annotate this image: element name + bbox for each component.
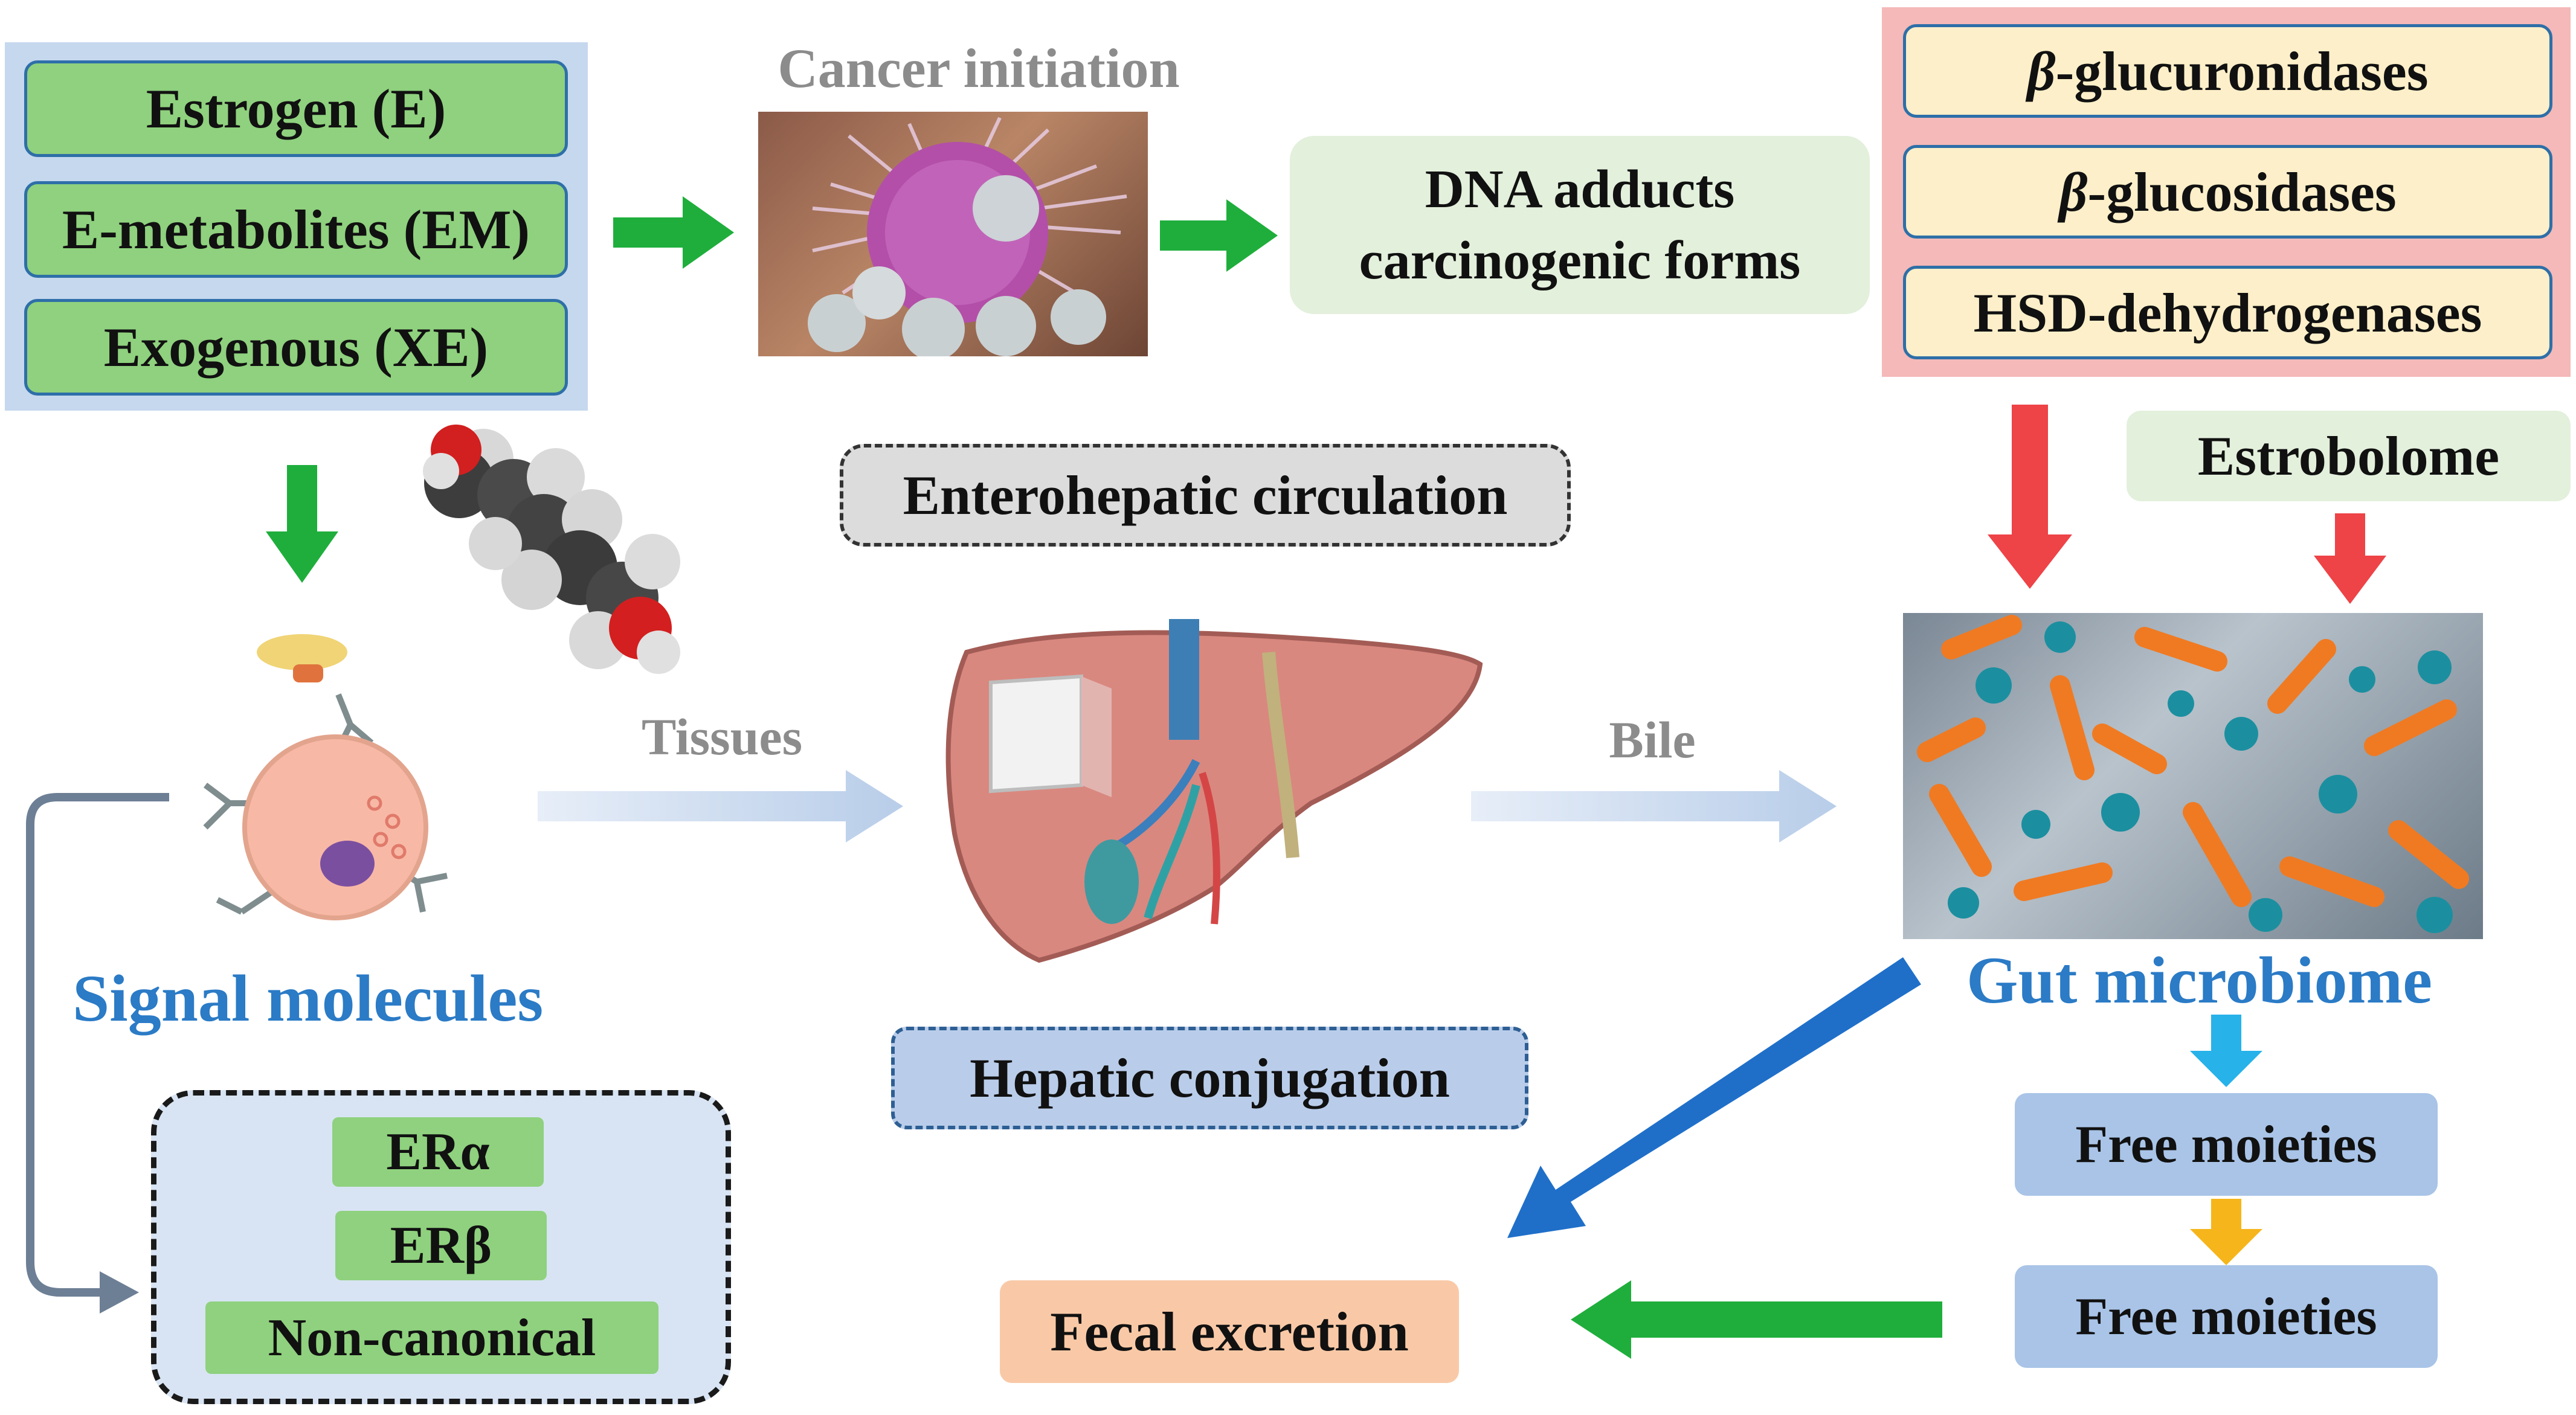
free-moieties-box-1: Free moieties bbox=[2015, 1093, 2438, 1196]
glucosidases-beta: β bbox=[2059, 161, 2088, 223]
glucuronidases-label: β-glucuronidases bbox=[2027, 39, 2429, 103]
arrow-bile bbox=[1471, 770, 1837, 842]
arrow-free-2-to-fecal bbox=[1571, 1280, 1942, 1359]
dna-adducts-line2: carcinogenic forms bbox=[1359, 230, 1801, 290]
er-alpha-box: ERα bbox=[332, 1117, 544, 1187]
glucuronidases-rest: -glucuronidases bbox=[2055, 40, 2429, 102]
exogenous-box: Exogenous (XE) bbox=[24, 299, 568, 396]
exogenous-label: Exogenous (XE) bbox=[103, 316, 489, 378]
non-canonical-label: Non-canonical bbox=[268, 1308, 596, 1367]
estrobolome-label: Estrobolome bbox=[2197, 425, 2500, 487]
arrow-estrobolome-to-gut bbox=[2314, 513, 2386, 604]
free-moieties-box-2: Free moieties bbox=[2015, 1265, 2438, 1368]
estrogen-box: Estrogen (E) bbox=[24, 60, 568, 157]
arrow-signal-to-receptors bbox=[26, 793, 169, 1297]
free-moieties-label-1: Free moieties bbox=[2075, 1115, 2377, 1174]
hsd-box: HSD-dehydrogenases bbox=[1903, 266, 2552, 359]
glucosidases-rest: -glucosidases bbox=[2087, 161, 2397, 223]
enterohepatic-box: Enterohepatic circulation bbox=[840, 444, 1571, 547]
cancer-initiation-label: Cancer initiation bbox=[778, 37, 1180, 99]
free-moieties-label-2: Free moieties bbox=[2075, 1287, 2377, 1346]
arrow-gut-to-free-1 bbox=[2190, 1015, 2262, 1087]
er-beta-box: ERβ bbox=[335, 1211, 547, 1280]
glucuronidases-beta: β bbox=[2027, 40, 2056, 102]
glucuronidases-box: β-glucuronidases bbox=[1903, 24, 2552, 118]
hepatic-conjugation-box: Hepatic conjugation bbox=[891, 1027, 1528, 1129]
er-alpha-label: ERα bbox=[386, 1123, 490, 1181]
arrow-cancer-to-dna bbox=[1160, 199, 1278, 272]
glucosidases-label: β-glucosidases bbox=[2059, 160, 2396, 224]
gut-microbiome-title: Gut microbiome bbox=[1966, 943, 2432, 1017]
e-metabolites-label: E-metabolites (EM) bbox=[62, 199, 530, 260]
arrow-sources-to-cell bbox=[266, 465, 338, 583]
arrow-gut-to-fecal bbox=[1507, 957, 1921, 1238]
estrogen-label: Estrogen (E) bbox=[146, 78, 446, 140]
non-canonical-box: Non-canonical bbox=[205, 1301, 658, 1374]
er-beta-label: ERβ bbox=[390, 1216, 492, 1275]
arrow-sources-to-cancer bbox=[613, 196, 734, 269]
estrobolome-box: Estrobolome bbox=[2127, 411, 2571, 501]
glucosidases-box: β-glucosidases bbox=[1903, 145, 2552, 239]
bile-label: Bile bbox=[1609, 711, 1696, 769]
cancer-cell-illustration bbox=[808, 117, 1127, 356]
dna-adducts-line1: DNA adducts bbox=[1425, 159, 1735, 219]
arrow-tissues bbox=[538, 770, 903, 842]
hsd-label: HSD-dehydrogenases bbox=[1973, 281, 2482, 344]
arrow-enzymes-to-gut bbox=[1988, 405, 2072, 589]
signal-molecules-title: Signal molecules bbox=[72, 961, 544, 1035]
e-metabolites-box: E-metabolites (EM) bbox=[24, 181, 568, 278]
cancer-cell-image bbox=[758, 112, 1148, 356]
hepatic-conjugation-label: Hepatic conjugation bbox=[970, 1047, 1450, 1109]
fecal-excretion-box: Fecal excretion bbox=[1000, 1280, 1459, 1383]
arrow-free-1-to-free-2 bbox=[2190, 1199, 2262, 1265]
bacteria-illustration bbox=[1917, 615, 2469, 933]
gut-microbiome-image bbox=[1903, 613, 2483, 939]
dna-adducts-box: DNA adducts carcinogenic forms bbox=[1290, 136, 1870, 314]
tissues-label: Tissues bbox=[641, 708, 803, 766]
enterohepatic-label: Enterohepatic circulation bbox=[903, 464, 1508, 526]
fecal-excretion-label: Fecal excretion bbox=[1050, 1301, 1409, 1362]
